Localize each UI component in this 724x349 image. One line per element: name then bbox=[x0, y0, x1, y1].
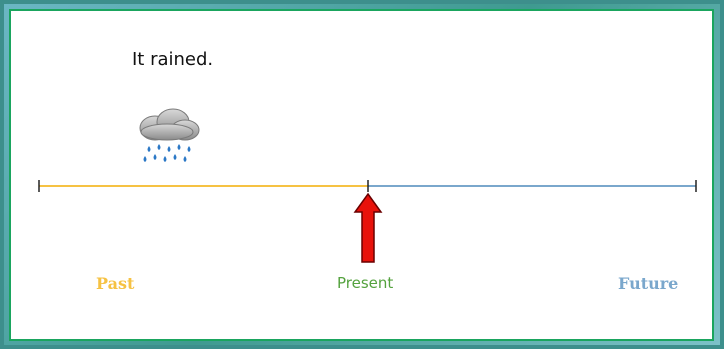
future-label: Future bbox=[618, 274, 679, 293]
present-arrow-icon bbox=[353, 192, 383, 263]
rain-cloud-icon bbox=[139, 108, 200, 162]
past-label: Past bbox=[96, 274, 135, 293]
caption-text: It rained. bbox=[132, 49, 214, 70]
present-label: Present bbox=[337, 274, 394, 292]
slide-panel bbox=[9, 9, 714, 341]
